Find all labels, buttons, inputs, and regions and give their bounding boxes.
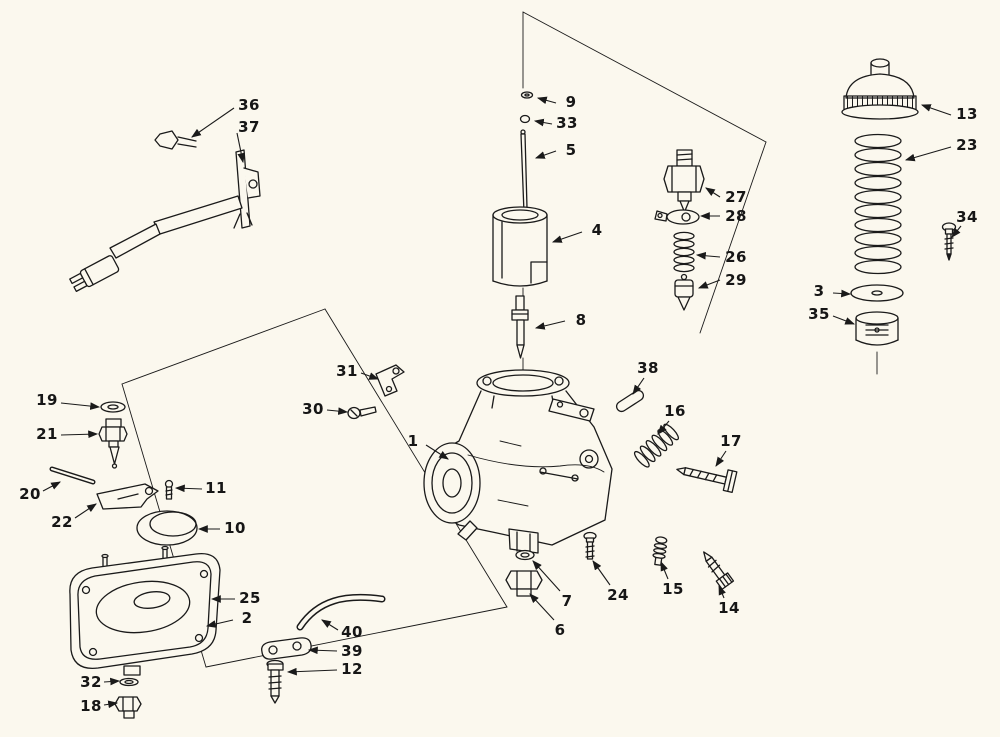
throttle-cable-assembly-drawing (69, 131, 260, 293)
callout-label-37: 37 (238, 118, 260, 136)
needle-jet-drawing (512, 296, 528, 358)
callout-label-38: 38 (637, 359, 659, 377)
reference-lines (122, 12, 877, 667)
callout-label-12: 12 (341, 660, 363, 678)
callout-label-10: 10 (224, 519, 246, 537)
callout-label-31: 31 (336, 362, 358, 380)
callout-label-11: 11 (205, 479, 227, 497)
needle-valve-assembly-drawing (655, 150, 704, 310)
lever-31-drawing (376, 365, 404, 396)
float-10-drawing (137, 511, 197, 545)
screw-34-drawing (943, 223, 956, 260)
nut-6-drawing (506, 571, 542, 596)
callout-label-28: 28 (725, 207, 747, 225)
screw-17-drawing (675, 459, 737, 493)
callout-label-30: 30 (302, 400, 324, 418)
callout-label-15: 15 (662, 580, 684, 598)
callout-label-29: 29 (725, 271, 747, 289)
carburetor-body-drawing (424, 370, 612, 553)
callout-label-21: 21 (36, 425, 58, 443)
spring-screw-15-drawing (652, 536, 668, 565)
callout-label-1: 1 (407, 432, 419, 450)
callout-label-7: 7 (561, 592, 573, 610)
callout-label-36: 36 (238, 96, 260, 114)
callout-label-19: 19 (36, 391, 58, 409)
return-spring-drawing (855, 135, 901, 274)
callout-label-9: 9 (565, 93, 577, 111)
washer-7-drawing (516, 551, 534, 560)
callout-label-33: 33 (556, 114, 578, 132)
gasket-28-drawing (655, 210, 699, 224)
screw-14-drawing (698, 548, 733, 589)
callout-label-5: 5 (565, 141, 577, 159)
callout-label-14: 14 (718, 599, 740, 617)
plunger-29-drawing (675, 275, 693, 311)
callout-label-16: 16 (664, 402, 686, 420)
pin-38-drawing (615, 389, 646, 414)
bracket-39-drawing (262, 638, 311, 659)
callout-label-20: 20 (19, 485, 41, 503)
callout-label-24: 24 (607, 586, 629, 604)
screw-30-drawing (348, 407, 376, 419)
callout-label-26: 26 (725, 248, 747, 266)
callout-label-22: 22 (51, 513, 73, 531)
cup-35-drawing (856, 312, 898, 345)
callout-label-35: 35 (808, 305, 830, 323)
spring-16-drawing (633, 422, 681, 469)
callout-label-25: 25 (239, 589, 261, 607)
overflow-tube-drawing (300, 597, 382, 627)
washer-32-drawing (120, 679, 138, 686)
float-bowl-drawing (70, 547, 220, 719)
callout-label-17: 17 (720, 432, 742, 450)
throttle-slide-drawing (493, 207, 547, 286)
screw-24-drawing (584, 533, 596, 560)
jet-needle-drawing (521, 92, 533, 213)
cap-and-spring-assembly-drawing (842, 59, 956, 345)
callout-label-39: 39 (341, 642, 363, 660)
callout-label-4: 4 (591, 221, 603, 239)
callout-label-2: 2 (241, 609, 253, 627)
callout-label-18: 18 (80, 697, 102, 715)
callout-label-40: 40 (341, 623, 363, 641)
callout-label-3: 3 (813, 282, 825, 300)
callout-label-27: 27 (725, 188, 747, 206)
callout-label-32: 32 (80, 673, 102, 691)
washer-3-drawing (851, 285, 903, 301)
callout-label-23: 23 (956, 136, 978, 154)
callout-label-8: 8 (575, 311, 587, 329)
float-valve-parts-drawing (52, 402, 173, 509)
callout-label-13: 13 (956, 105, 978, 123)
callout-label-34: 34 (956, 208, 978, 226)
callout-label-6: 6 (554, 621, 566, 639)
spring-26-drawing (674, 232, 694, 271)
drain-screw-18-drawing (115, 697, 141, 718)
screw-12-drawing (267, 661, 283, 704)
